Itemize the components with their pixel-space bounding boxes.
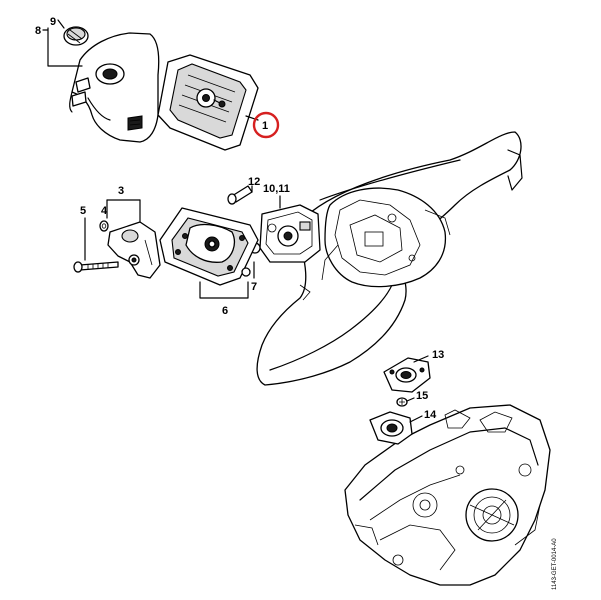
callout-8: 8	[35, 25, 41, 37]
bracket-drawing	[107, 221, 161, 279]
cap-drawing	[63, 26, 89, 46]
fitting-drawing	[369, 411, 413, 445]
callout-14: 14	[424, 409, 437, 421]
flange-drawing	[159, 207, 259, 286]
callout-12: 12	[248, 176, 260, 188]
highlight-ring	[252, 111, 280, 139]
callout-7: 7	[251, 281, 257, 293]
callout-6: 6	[222, 305, 228, 317]
carburetor-drawing	[249, 204, 321, 263]
air-filter-drawing	[157, 54, 259, 151]
small-screw-drawing	[396, 397, 408, 407]
callout-9: 9	[50, 16, 56, 28]
drawing-code: 1143-GET-0014-A0	[552, 538, 558, 590]
callout-5: 5	[80, 205, 86, 217]
screw-drawing	[73, 261, 119, 273]
shroud-cover-drawing	[69, 32, 160, 143]
callout-1: 1	[262, 120, 268, 132]
callout-3: 3	[118, 185, 124, 197]
callout-10-11: 10,11	[263, 183, 290, 195]
callout-4: 4	[101, 205, 108, 217]
housing-drawing	[256, 131, 523, 386]
callout-13: 13	[432, 349, 444, 361]
washer-drawing	[99, 220, 109, 232]
pin-drawing	[227, 185, 253, 205]
callout-15: 15	[416, 390, 428, 402]
crankcase-drawing	[344, 404, 551, 586]
leader-lines	[42, 19, 429, 423]
intake-drawing	[383, 357, 431, 393]
